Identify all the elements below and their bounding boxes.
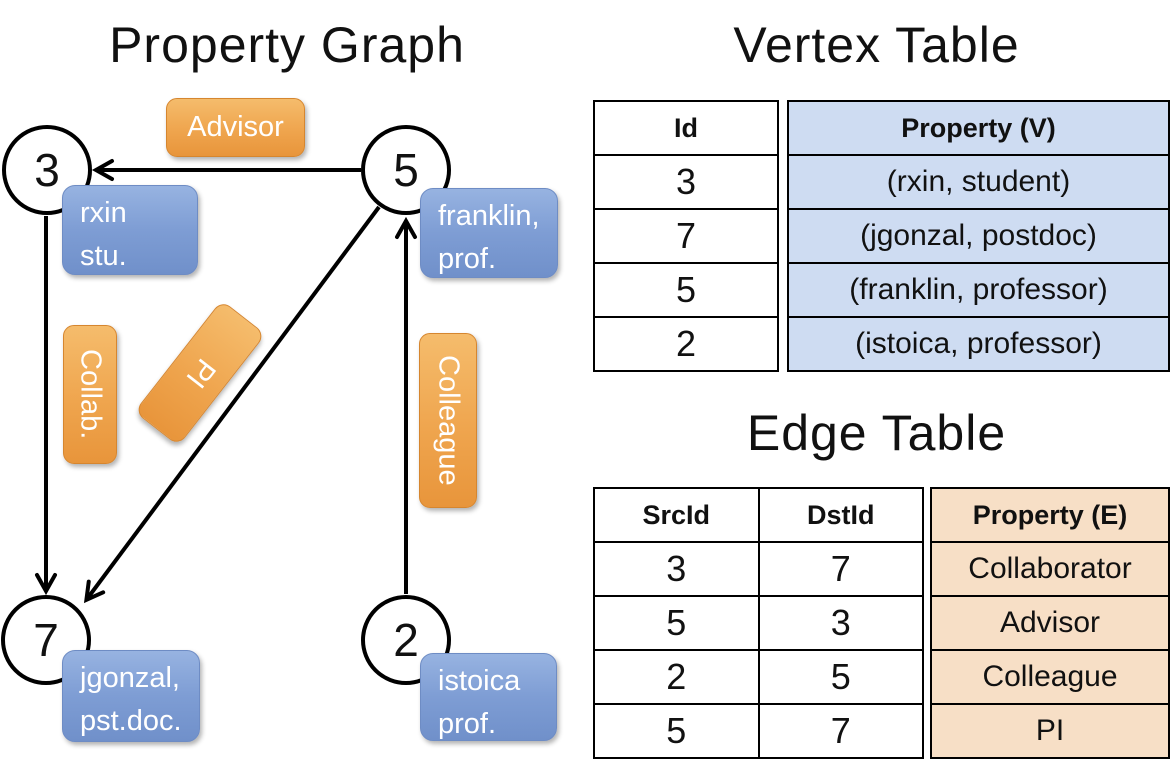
vertex-property-box-3: rxin stu.	[62, 185, 198, 275]
edge-table-id-columns: SrcId DstId 3 7 5 3 2 5 5 7	[593, 487, 924, 759]
vertex-property-3-line1: rxin	[80, 197, 127, 229]
vertex-property-3-line2: stu.	[80, 240, 127, 272]
edge-label-collab: Collab.	[63, 325, 117, 464]
edge-table-row: 2 5	[595, 651, 922, 705]
vertex-property-7-line1: jgonzal,	[80, 662, 180, 694]
vertex-table-property-cell: (istoica, professor)	[855, 327, 1102, 360]
edge-table-row: 5 7	[595, 705, 922, 757]
vertex-property-2-line2: prof.	[438, 708, 497, 740]
vertex-property-box-2: istoica prof.	[420, 653, 557, 741]
vertex-table-property-header: Property (V)	[789, 102, 1168, 156]
edge-table-header-row: SrcId DstId	[595, 489, 922, 543]
edge-table-row: 5 3	[595, 597, 922, 651]
edge-table-title: Edge Table	[746, 405, 1007, 461]
edge-table-property-cell: PI	[1035, 714, 1065, 747]
vertex-table-id-column: Id 3 7 5 2	[593, 100, 779, 372]
vertex-table-id-cell: 3	[595, 156, 777, 210]
edge-table-srcid-header: SrcId	[595, 489, 760, 541]
edge-table-srcid-cell: 2	[595, 651, 760, 703]
vertex-table-property-cell: (franklin, professor)	[789, 264, 1168, 318]
edge-table-dstid-header: DstId	[807, 499, 875, 530]
vertex-property-5-line1: franklin,	[438, 200, 540, 232]
edge-table-srcid-cell: 3	[595, 543, 760, 595]
edge-table-dstid-cell: 7	[830, 548, 851, 589]
vertex-table-id-header: Id	[595, 102, 777, 156]
edge-table-dstid-cell: 3	[830, 602, 851, 643]
edge-table-row: 3 7	[595, 543, 922, 597]
edge-table-property-cell: Collaborator	[932, 543, 1168, 597]
vertex-table-property-cell: (jgonzal, postdoc)	[789, 210, 1168, 264]
vertex-property-7-line2: pst.doc.	[80, 705, 182, 737]
vertex-table-id-cell: 2	[675, 323, 697, 364]
vertex-table-title: Vertex Table	[733, 17, 1020, 73]
edge-table-srcid-cell: 5	[595, 705, 760, 757]
graph-node-5: 5	[361, 125, 451, 215]
edge-table-property-cell: Colleague	[932, 651, 1168, 705]
graph-node-2: 2	[361, 595, 451, 685]
edge-table-property-column: Property (E) Collaborator Advisor Collea…	[930, 487, 1170, 759]
graph-edges-svg	[35, 159, 417, 604]
edge-pi-5-to-7	[83, 205, 381, 604]
edge-table-property-header: Property (E)	[932, 489, 1168, 543]
vertex-table-id-cell: 5	[595, 264, 777, 318]
vertex-property-2-line1: istoica	[438, 665, 521, 697]
edge-label-colleague: Colleague	[419, 333, 477, 508]
vertex-property-5-line2: prof.	[438, 243, 497, 275]
edge-table-dstid-cell: 7	[830, 710, 851, 751]
vertex-table-property-column: Property (V) (rxin, student) (jgonzal, p…	[787, 100, 1170, 372]
edge-table-dstid-cell: 5	[830, 656, 851, 697]
edge-table-property-cell: Advisor	[932, 597, 1168, 651]
vertex-table-id-cell: 7	[595, 210, 777, 264]
vertex-table-property-cell: (rxin, student)	[789, 156, 1168, 210]
edge-label-advisor: Advisor	[166, 98, 305, 157]
edge-table-srcid-cell: 5	[595, 597, 760, 649]
property-graph-title: Property Graph	[109, 17, 465, 73]
vertex-property-box-7: jgonzal, pst.doc.	[62, 650, 200, 742]
vertex-property-box-5: franklin, prof.	[420, 188, 558, 278]
